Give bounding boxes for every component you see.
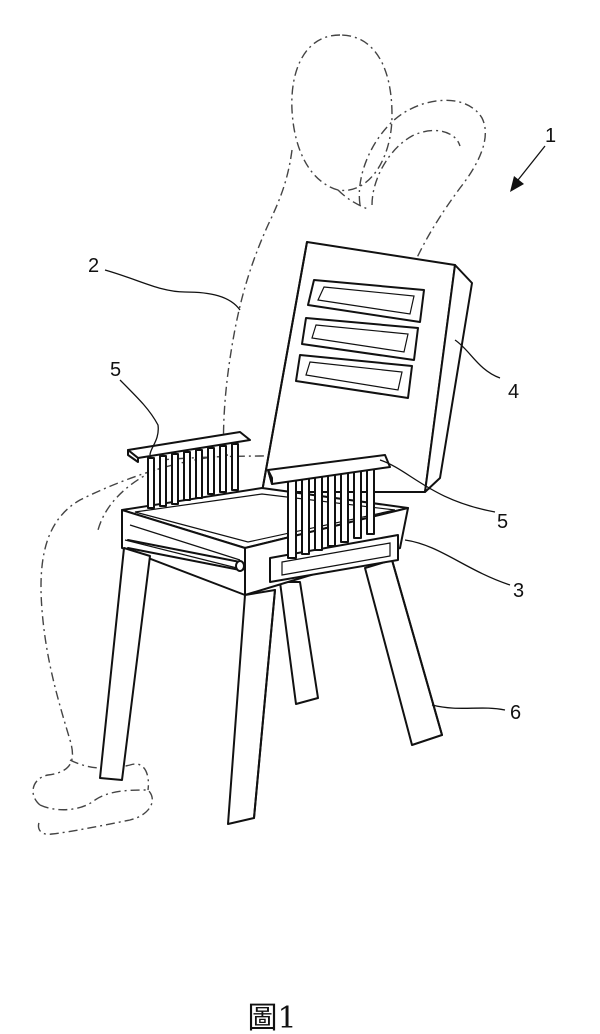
leg-front-center (227, 589, 276, 825)
armrest-left (127, 431, 251, 509)
armrest-right (267, 454, 391, 559)
label-assembly: 1 (545, 125, 556, 147)
leg-front-left (99, 547, 151, 781)
label-user: 2 (88, 255, 99, 277)
label-legs: 6 (510, 702, 521, 724)
label-seat: 3 (513, 580, 524, 602)
backrest (261, 241, 473, 493)
leg-front-right (364, 559, 443, 746)
label-armrest-right: 5 (497, 511, 508, 533)
label-backrest: 4 (508, 381, 519, 403)
label-armrest-left: 5 (110, 359, 121, 381)
reference-numerals: 1 2 5 4 5 3 6 (88, 125, 556, 724)
leader-lines (104, 145, 546, 711)
chair (99, 241, 473, 825)
person-outline (32, 34, 486, 835)
backrest-slots (295, 279, 425, 399)
figure-caption: 圖1 (247, 1001, 296, 1034)
leg-rear-right (279, 581, 319, 705)
